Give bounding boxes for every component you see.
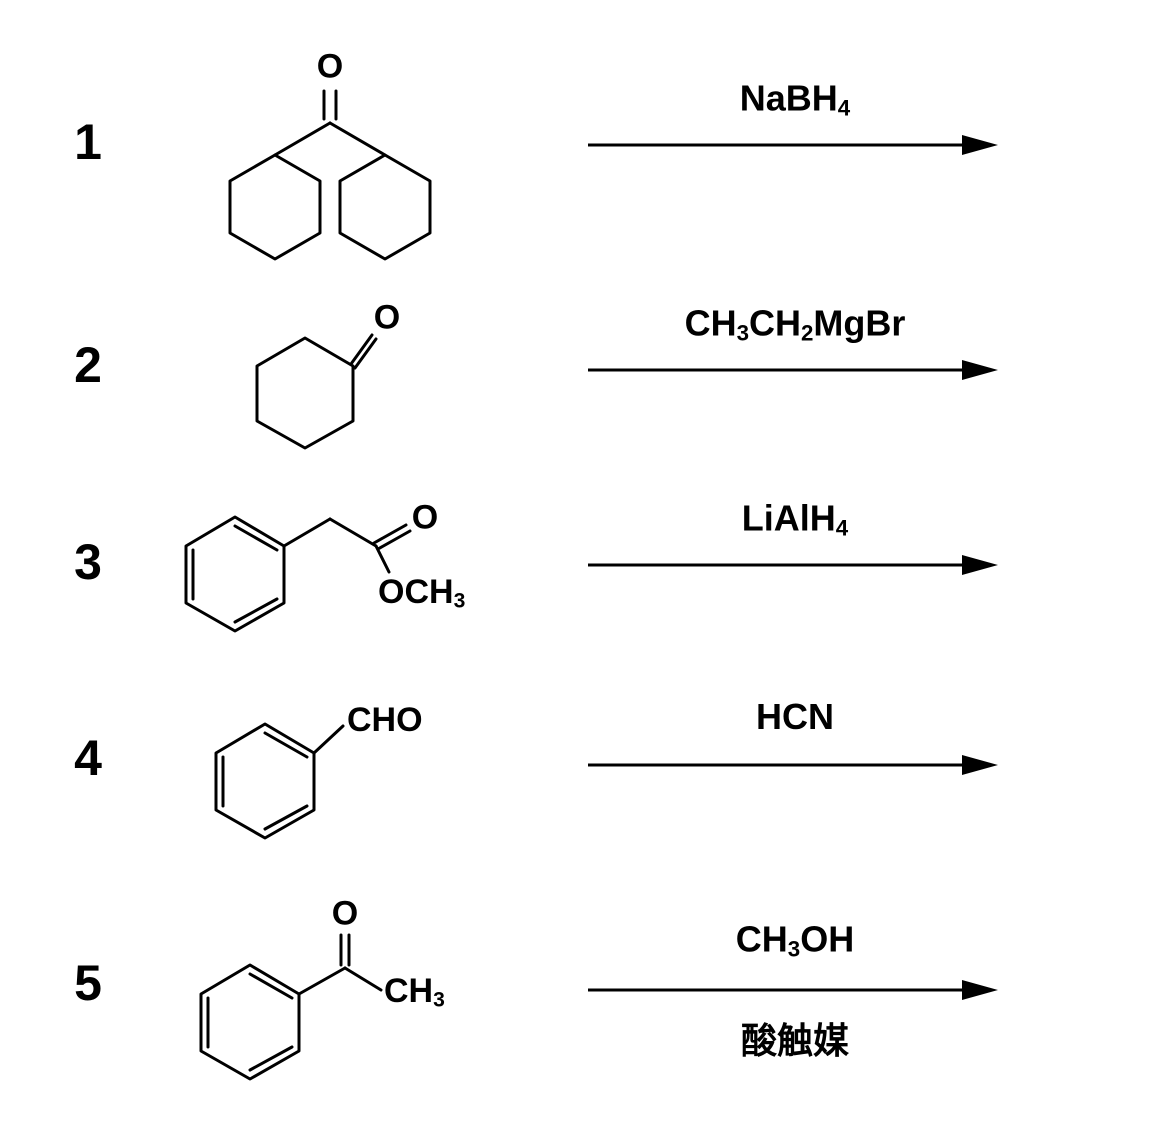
row-2-carbonyl-oxygen-label: O bbox=[373, 298, 401, 337]
condition-acid-catalyst-label: 酸触媒 bbox=[740, 1020, 850, 1061]
row-3-methoxy-label: OCH3 bbox=[378, 573, 466, 613]
row-5-methyl-label: CH3 bbox=[384, 972, 445, 1012]
structure-benzaldehyde: CHO bbox=[205, 695, 445, 850]
reagent-4-label: HCN bbox=[756, 696, 834, 737]
reagent-1-label: NaBH4 bbox=[739, 77, 851, 121]
row-1-number: 1 bbox=[74, 114, 102, 170]
reagent-5-label: CH3OH bbox=[735, 918, 855, 962]
reaction-arrow-4 bbox=[588, 755, 998, 775]
structure-3-skeleton-drawing bbox=[184, 515, 412, 633]
row-4-number: 4 bbox=[74, 730, 102, 786]
reaction-arrow-2 bbox=[588, 360, 998, 380]
row-5-number: 5 bbox=[74, 955, 102, 1011]
reaction-arrow-5 bbox=[588, 980, 998, 1000]
structure-acetophenone: O CH3 bbox=[190, 885, 470, 1090]
structure-4-skeleton-drawing bbox=[214, 722, 345, 840]
row-5-carbonyl-oxygen-label: O bbox=[331, 894, 359, 933]
reaction-arrow-1 bbox=[588, 135, 998, 155]
structure-5-skeleton-drawing bbox=[199, 933, 383, 1081]
row-2-number: 2 bbox=[74, 337, 102, 393]
reagent-2-label: CH3CH2MgBr bbox=[684, 302, 906, 346]
structure-methyl-phenylacetate: O OCH3 bbox=[175, 488, 485, 643]
structure-1-skeleton-drawing bbox=[228, 89, 432, 261]
reagent-3-label: LiAlH4 bbox=[741, 497, 849, 541]
row-3-number: 3 bbox=[74, 534, 102, 590]
structure-2-skeleton-drawing bbox=[255, 333, 378, 450]
reaction-arrow-3 bbox=[588, 555, 998, 575]
row-1-carbonyl-oxygen-label: O bbox=[316, 47, 344, 86]
structure-dicyclohexylmethanone: O bbox=[165, 45, 495, 265]
row-4-aldehyde-label: CHO bbox=[347, 701, 423, 739]
row-3-carbonyl-oxygen-label: O bbox=[411, 498, 439, 537]
structure-cyclohexanone: O bbox=[235, 298, 425, 456]
